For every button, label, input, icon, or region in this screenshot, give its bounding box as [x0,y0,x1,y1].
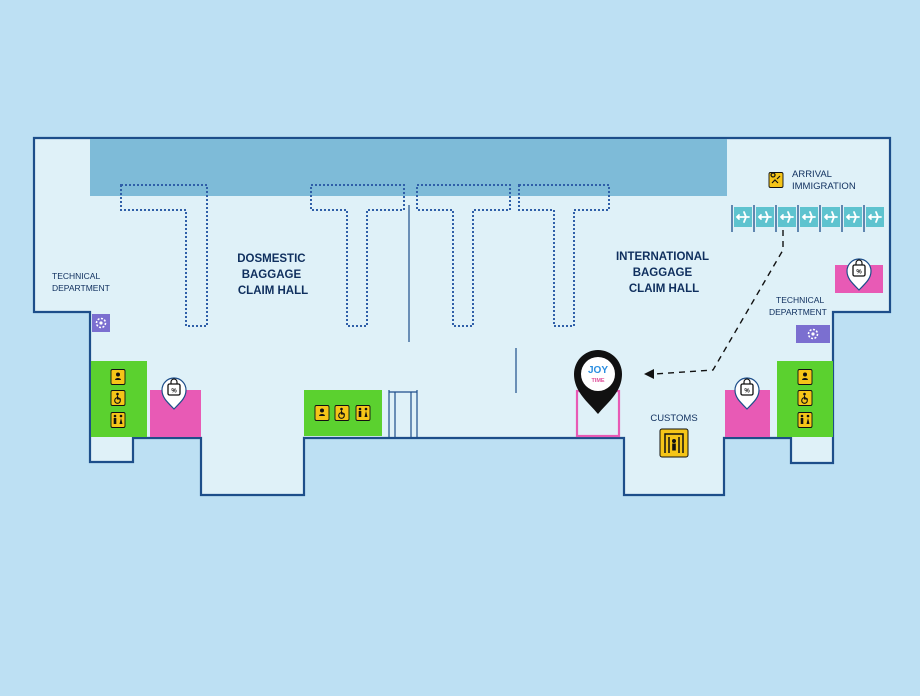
joy-logo-text: JOY [588,365,608,376]
restroom-icon [110,412,126,428]
domestic-hall-label: DOSMESTIC BAGGAGE CLAIM HALL [237,253,309,297]
airplane-icon [777,206,797,228]
wheelchair-icon [334,405,350,421]
airplane-icon [799,206,819,228]
immigration-gates [731,205,885,232]
airplane-icon [821,206,841,228]
technical-department-left-label: TECHNICAL DEPARTMENT [52,271,110,293]
route-arrow-head [644,369,654,379]
baggage-belt-band [90,139,727,196]
wheelchair-icon [110,390,126,406]
joy-time-location-marker[interactable]: JOY TIME [574,350,622,414]
baby-care-icon [110,369,126,385]
route-arrow [653,230,784,375]
airplane-icon [843,206,863,228]
restroom-icon [797,412,813,428]
technical-department-right-label: TECHNICAL DEPARTMENT [769,295,827,317]
gear-icon [796,325,830,343]
joy-logo-subtext: TIME [591,378,604,384]
immigration-officer-icon [768,172,784,188]
doorway [388,390,418,437]
wheelchair-icon [797,390,813,406]
arrival-immigration-label: ARRIVAL IMMIGRATION [792,169,856,192]
international-hall-label: INTERNATIONAL BAGGAGE CLAIM HALL [616,251,712,295]
carousel-international-1 [416,184,511,327]
baby-care-icon [314,405,330,421]
airplane-icon [755,206,775,228]
airplane-icon [733,206,753,228]
carousel-international-2 [518,184,610,327]
customs-label: CUSTOMS [650,413,697,424]
carousel-domestic-2 [310,184,405,327]
carousel-domestic-1 [120,184,208,327]
restroom-icon [355,405,371,421]
gear-icon [91,313,111,333]
airplane-icon [865,206,885,228]
baby-care-icon [797,369,813,385]
customs-gate-icon [659,428,689,458]
